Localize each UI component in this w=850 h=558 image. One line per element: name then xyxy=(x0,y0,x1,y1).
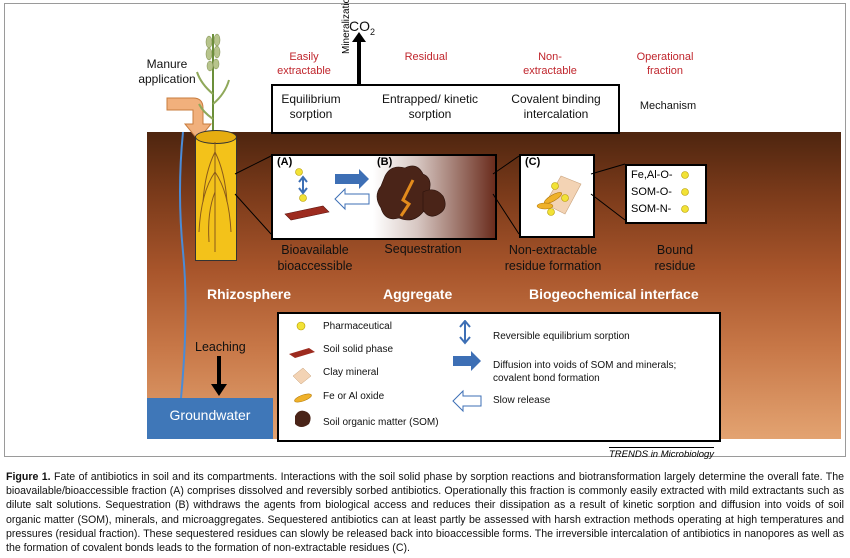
legend-som: Soil organic matter (SOM) xyxy=(323,417,439,428)
zoom-connectors xyxy=(234,155,626,235)
mechanism-equilibrium: Equilibrium sorption xyxy=(281,92,341,121)
legend-soil-solid: Soil solid phase xyxy=(323,344,394,355)
bound-line-2: SOM-O- xyxy=(631,186,672,198)
roots-icon xyxy=(198,142,232,252)
bound-box xyxy=(625,164,707,224)
panel-b-label: (B) xyxy=(377,156,393,168)
mechanism-box xyxy=(271,84,620,134)
panel-c-drawing xyxy=(536,175,582,216)
panel-c-label: (C) xyxy=(525,156,541,168)
legend-pharma: Pharmaceutical xyxy=(323,321,392,332)
label-non-extractable: Non-extractable xyxy=(523,51,577,77)
figure-credit: TRENDS in Microbiology xyxy=(609,447,715,460)
zone-aggregate: Aggregate xyxy=(383,286,453,302)
legend-icons-right xyxy=(452,320,482,413)
mechanism-label: Mechanism xyxy=(639,100,697,112)
co2-label: CO2 xyxy=(349,18,376,37)
legend-clay: Clay mineral xyxy=(323,367,379,378)
panel-ab-drawing xyxy=(284,165,446,221)
label-residual: Residual xyxy=(404,51,448,63)
zone-biogeo: Biogeochemical interface xyxy=(529,286,699,302)
manure-label: Manure application xyxy=(138,57,196,86)
legend-icons-left xyxy=(289,321,315,427)
fraction-bioavailable: Bioavailable bioaccessible xyxy=(277,243,353,273)
zone-rhizosphere: Rhizosphere xyxy=(207,286,292,302)
legend-slow: Slow release xyxy=(493,395,551,406)
water-streams xyxy=(179,132,187,398)
mineralization-label: Mineralization xyxy=(341,0,352,54)
caption-text: Fate of antibiotics in soil and its comp… xyxy=(6,471,844,555)
caption-lead: Figure 1. xyxy=(6,471,51,483)
leaching-arrow xyxy=(211,356,227,396)
legend-feal: Fe or Al oxide xyxy=(323,391,385,402)
fraction-sequestration: Sequestration xyxy=(384,242,462,256)
manure-arrow xyxy=(166,97,213,141)
legend-diffusion: Diffusion into voids of SOM and minerals… xyxy=(493,360,677,384)
legend-reversible: Reversible equilibrium sorption xyxy=(493,331,630,342)
rhizosphere-top xyxy=(195,130,237,144)
groundwater-label: Groundwater xyxy=(169,407,251,423)
label-operational-fraction: Operational fraction xyxy=(636,51,694,77)
fraction-bound: Bound residue xyxy=(654,243,696,273)
legend-box xyxy=(277,312,721,442)
mineralization-arrow xyxy=(352,32,366,88)
fraction-nonextractable: Non-extractable residue formation xyxy=(504,243,602,273)
panel-a-label: (A) xyxy=(277,156,293,168)
rhizosphere-column xyxy=(195,136,237,261)
leaching-label: Leaching xyxy=(195,340,246,354)
bound-line-3: SOM-N- xyxy=(631,203,672,215)
mechanism-entrapped: Entrapped/ kinetic sorption xyxy=(381,92,479,121)
mechanism-covalent: Covalent binding intercalation xyxy=(511,92,601,121)
figure-frame: Groundwater CO2 Mineralization Easily ex… xyxy=(4,0,846,460)
groundwater-zone xyxy=(147,398,273,439)
figure-caption: Figure 1. Fate of antibiotics in soil an… xyxy=(6,470,844,555)
plant-icon xyxy=(196,33,230,142)
label-easily-extractable: Easily extractable xyxy=(277,51,331,77)
bound-pharma-icons xyxy=(681,171,689,213)
bound-line-1: Fe,Al-O- xyxy=(631,169,673,181)
